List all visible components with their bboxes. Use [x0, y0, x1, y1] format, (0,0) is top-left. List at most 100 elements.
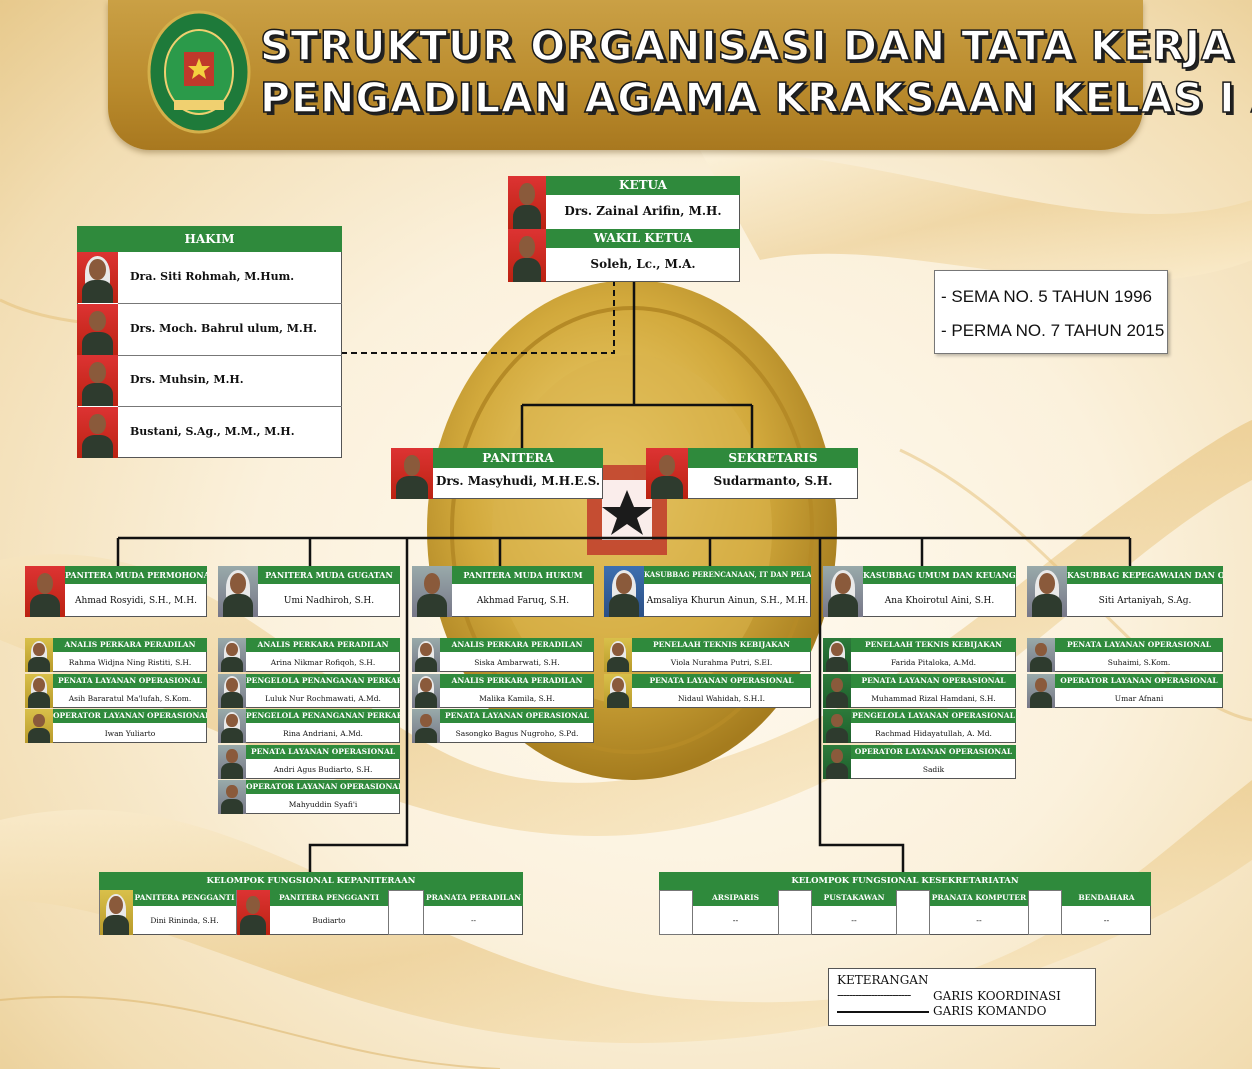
hakim-member-name: Dra. Siti Rohmah, M.Hum. — [130, 270, 295, 283]
unit-head-title: KASUBBAG KEPEGAWAIAN DAN ORTALA — [1067, 566, 1223, 584]
unit-head-photo — [218, 566, 258, 617]
staff-photo-body — [28, 656, 50, 672]
empty-photo-slot — [659, 890, 693, 935]
fungsional-name: -- — [470, 916, 477, 925]
staff-photo-head — [33, 713, 45, 728]
staff-name: Asih Bararatul Ma'lufah, S.Kom. — [68, 693, 192, 703]
staff-photo-body — [826, 692, 848, 708]
staff-role: ANALIS PERKARA PERADILAN — [246, 638, 400, 652]
staff-name: Malika Kamila, S.H. — [479, 693, 555, 703]
column-divider — [388, 890, 389, 935]
staff-photo — [218, 709, 246, 743]
staff-photo-body — [826, 763, 848, 779]
staff-photo-head — [612, 642, 624, 657]
fungsional-name: -- — [976, 916, 982, 925]
staff-role: PENATA LAYANAN OPERASIONAL — [53, 673, 207, 688]
staff-photo — [412, 673, 440, 708]
staff-photo-body — [607, 656, 629, 672]
legal-basis-box: - SEMA NO. 5 TAHUN 1996 - PERMA NO. 7 TA… — [934, 270, 1168, 354]
fungsional-role: PANITERA PENGGANTI — [270, 890, 388, 906]
staff-photo-body — [221, 656, 243, 672]
hakim-title: HAKIM — [77, 226, 342, 252]
unit-head-photo — [604, 566, 644, 617]
staff-photo — [823, 709, 851, 743]
unit-head-photo — [25, 566, 65, 617]
staff-photo-body — [221, 692, 243, 708]
hakim-photo-head — [89, 413, 106, 435]
staff-photo-body — [826, 656, 848, 672]
fungsional-role: BENDAHARA — [1062, 890, 1151, 906]
staff-role: OPERATOR LAYANAN OPERASIONAL — [53, 709, 207, 723]
staff-photo-head — [420, 713, 432, 728]
staff-name: Sadik — [922, 764, 945, 774]
hakim-photo-head — [89, 362, 106, 383]
staff-photo-head — [420, 642, 432, 657]
staff-photo-body — [28, 692, 50, 708]
unit-head-title: KASUBBAG UMUM DAN KEUANGAN — [863, 566, 1016, 584]
column-divider — [236, 890, 237, 935]
staff-name: Viola Nurahma Putri, S.EI. — [670, 658, 773, 667]
unit-head-photo-body — [416, 594, 448, 617]
panitera-name: Drs. Masyhudi, M.H.E.S. — [435, 474, 601, 488]
fungsional-name: Dini Rininda, S.H. — [150, 916, 219, 925]
staff-photo-body — [221, 763, 243, 779]
fungsional-photo-body — [240, 914, 266, 935]
staff-name: Mahyuddin Syafi'i — [288, 800, 358, 809]
unit-head-name: Amsaliya Khurun Ainun, S.H., M.H. — [646, 596, 809, 606]
staff-photo — [25, 709, 53, 743]
staff-photo-head — [831, 642, 843, 657]
hakim-photo-body — [81, 280, 114, 303]
hakim-box — [77, 226, 342, 458]
fungsional-name: -- — [1103, 916, 1110, 925]
staff-role: PENELAAH TEKNIS KEBIJAKAN — [851, 638, 1016, 652]
hakim-row-divider — [118, 303, 342, 304]
empty-photo-slot — [778, 890, 812, 935]
hakim-photo — [77, 303, 118, 355]
staff-name: Andri Agus Budiarto, S.H. — [273, 764, 373, 774]
hakim-photo — [77, 406, 118, 458]
court-logo — [147, 10, 251, 134]
staff-role: ANALIS PERKARA PERADILAN — [440, 673, 594, 688]
staff-photo-head — [226, 749, 238, 763]
fungsional-role: PUSTAKAWAN — [812, 890, 896, 906]
staff-photo — [25, 673, 53, 708]
unit-head-name: Ahmad Rosyidi, S.H., M.H. — [75, 596, 197, 606]
staff-role: OPERATOR LAYANAN OPERASIONAL — [1055, 673, 1223, 688]
staff-photo-head — [420, 678, 432, 692]
fungsional-photo — [236, 890, 270, 935]
unit-head-photo-body — [1031, 594, 1063, 617]
hakim-row-divider — [118, 406, 342, 407]
staff-role: PENATA LAYANAN OPERASIONAL — [632, 673, 811, 688]
staff-role: PENGELOLA PENANGANAN PERKARA — [246, 673, 400, 688]
hakim-photo-body — [81, 383, 114, 406]
hakim-photo-body — [81, 331, 114, 355]
unit-head-photo — [1027, 566, 1067, 617]
staff-photo-head — [226, 642, 238, 657]
unit-head-photo-body — [29, 594, 61, 617]
hakim-row-divider — [118, 354, 342, 356]
staff-photo-head — [831, 678, 843, 692]
page-title-line-2: PENGADILAN AGAMA KRAKSAAN KELAS I A — [259, 73, 1252, 123]
legal-basis-2: - PERMA NO. 7 TAHUN 2015 — [941, 321, 1165, 340]
staff-role: PENATA LAYANAN OPERASIONAL — [246, 744, 400, 759]
fungsional-photo-head — [246, 896, 260, 915]
staff-name: Luluk Nur Rochmawati, A.Md. — [265, 693, 381, 703]
staff-photo-body — [415, 692, 437, 708]
sekretaris-title: SEKRETARIS — [688, 448, 858, 468]
unit-head-name: Ana Khoirotul Aini, S.H. — [884, 596, 995, 606]
staff-role: PENATA LAYANAN OPERASIONAL — [440, 709, 594, 723]
staff-photo — [604, 673, 632, 708]
header-banner — [108, 0, 1143, 150]
fungsional-name: Budiarto — [312, 916, 346, 925]
legend-solid-line — [837, 1011, 929, 1013]
unit-head-photo-head — [230, 573, 246, 594]
staff-name: Siska Ambarwati, S.H. — [474, 658, 560, 667]
fungsional-role: PRANATA PERADILAN — [424, 890, 523, 906]
staff-photo-head — [33, 642, 45, 657]
staff-role: PENATA LAYANAN OPERASIONAL — [851, 673, 1016, 688]
wakil-ketua-photo — [508, 229, 546, 282]
fungsional-role: PANITERA PENGGANTI — [133, 890, 236, 906]
unit-head-photo — [823, 566, 863, 617]
staff-name: Sasongko Bagus Nugroho, S.Pd. — [455, 729, 579, 738]
staff-photo — [412, 709, 440, 743]
